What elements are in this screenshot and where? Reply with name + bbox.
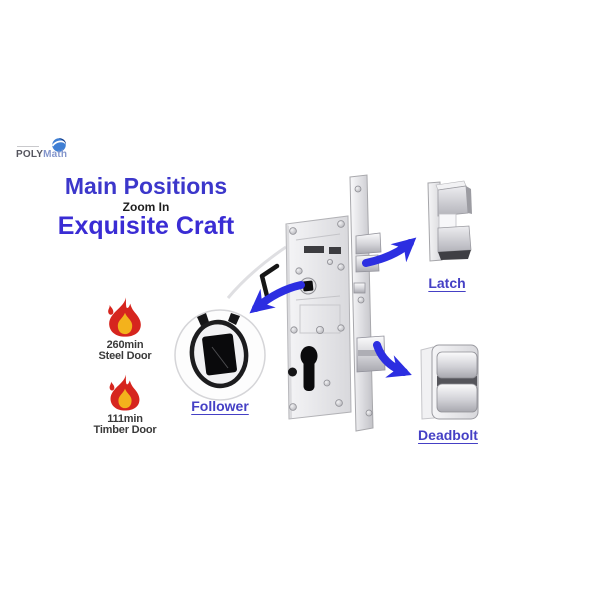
- brand-tagline-rule: [17, 146, 39, 147]
- flame-icon: [108, 297, 141, 337]
- lock-body-illustration: [259, 215, 352, 420]
- page-tagline: Exquisite Craft: [57, 212, 235, 240]
- lock-faceplate-illustration: [349, 174, 374, 432]
- fire-rating-door-type: Timber Door: [93, 423, 157, 436]
- brand-logo: POLYMath: [16, 138, 76, 166]
- fire-rating-badge-steel: 260min Steel Door: [77, 296, 173, 361]
- brand-name-math: Math: [43, 149, 68, 160]
- follower-zoom-circle: [174, 309, 266, 401]
- screw-icons: [289, 220, 345, 411]
- fire-rating-badge-timber: 111min Timber Door: [77, 373, 173, 435]
- brand-swirl-icon: [51, 138, 67, 152]
- fire-rating-minutes: 111min: [107, 413, 143, 425]
- latch-part-illustration: [427, 180, 472, 262]
- fire-rating-minutes: 260min: [106, 339, 144, 351]
- latch-label: Latch: [428, 275, 466, 291]
- brand-name: POLYMath: [16, 149, 67, 160]
- arrow-to-latch-icon: [362, 237, 417, 267]
- arrow-to-follower-icon: [249, 281, 305, 314]
- deadbolt-label: Deadbolt: [418, 427, 478, 443]
- deadbolt-part-illustration: [420, 344, 479, 420]
- cable-line: [226, 245, 287, 299]
- brand-name-poly: POLY: [16, 149, 44, 160]
- fire-rating-door-type: Steel Door: [98, 349, 152, 362]
- page-title: Main Positions: [64, 173, 228, 199]
- page-subtitle: Zoom In: [122, 200, 170, 214]
- flame-icon: [109, 374, 140, 411]
- arrow-to-deadbolt-icon: [373, 341, 412, 378]
- follower-label: Follower: [191, 398, 249, 414]
